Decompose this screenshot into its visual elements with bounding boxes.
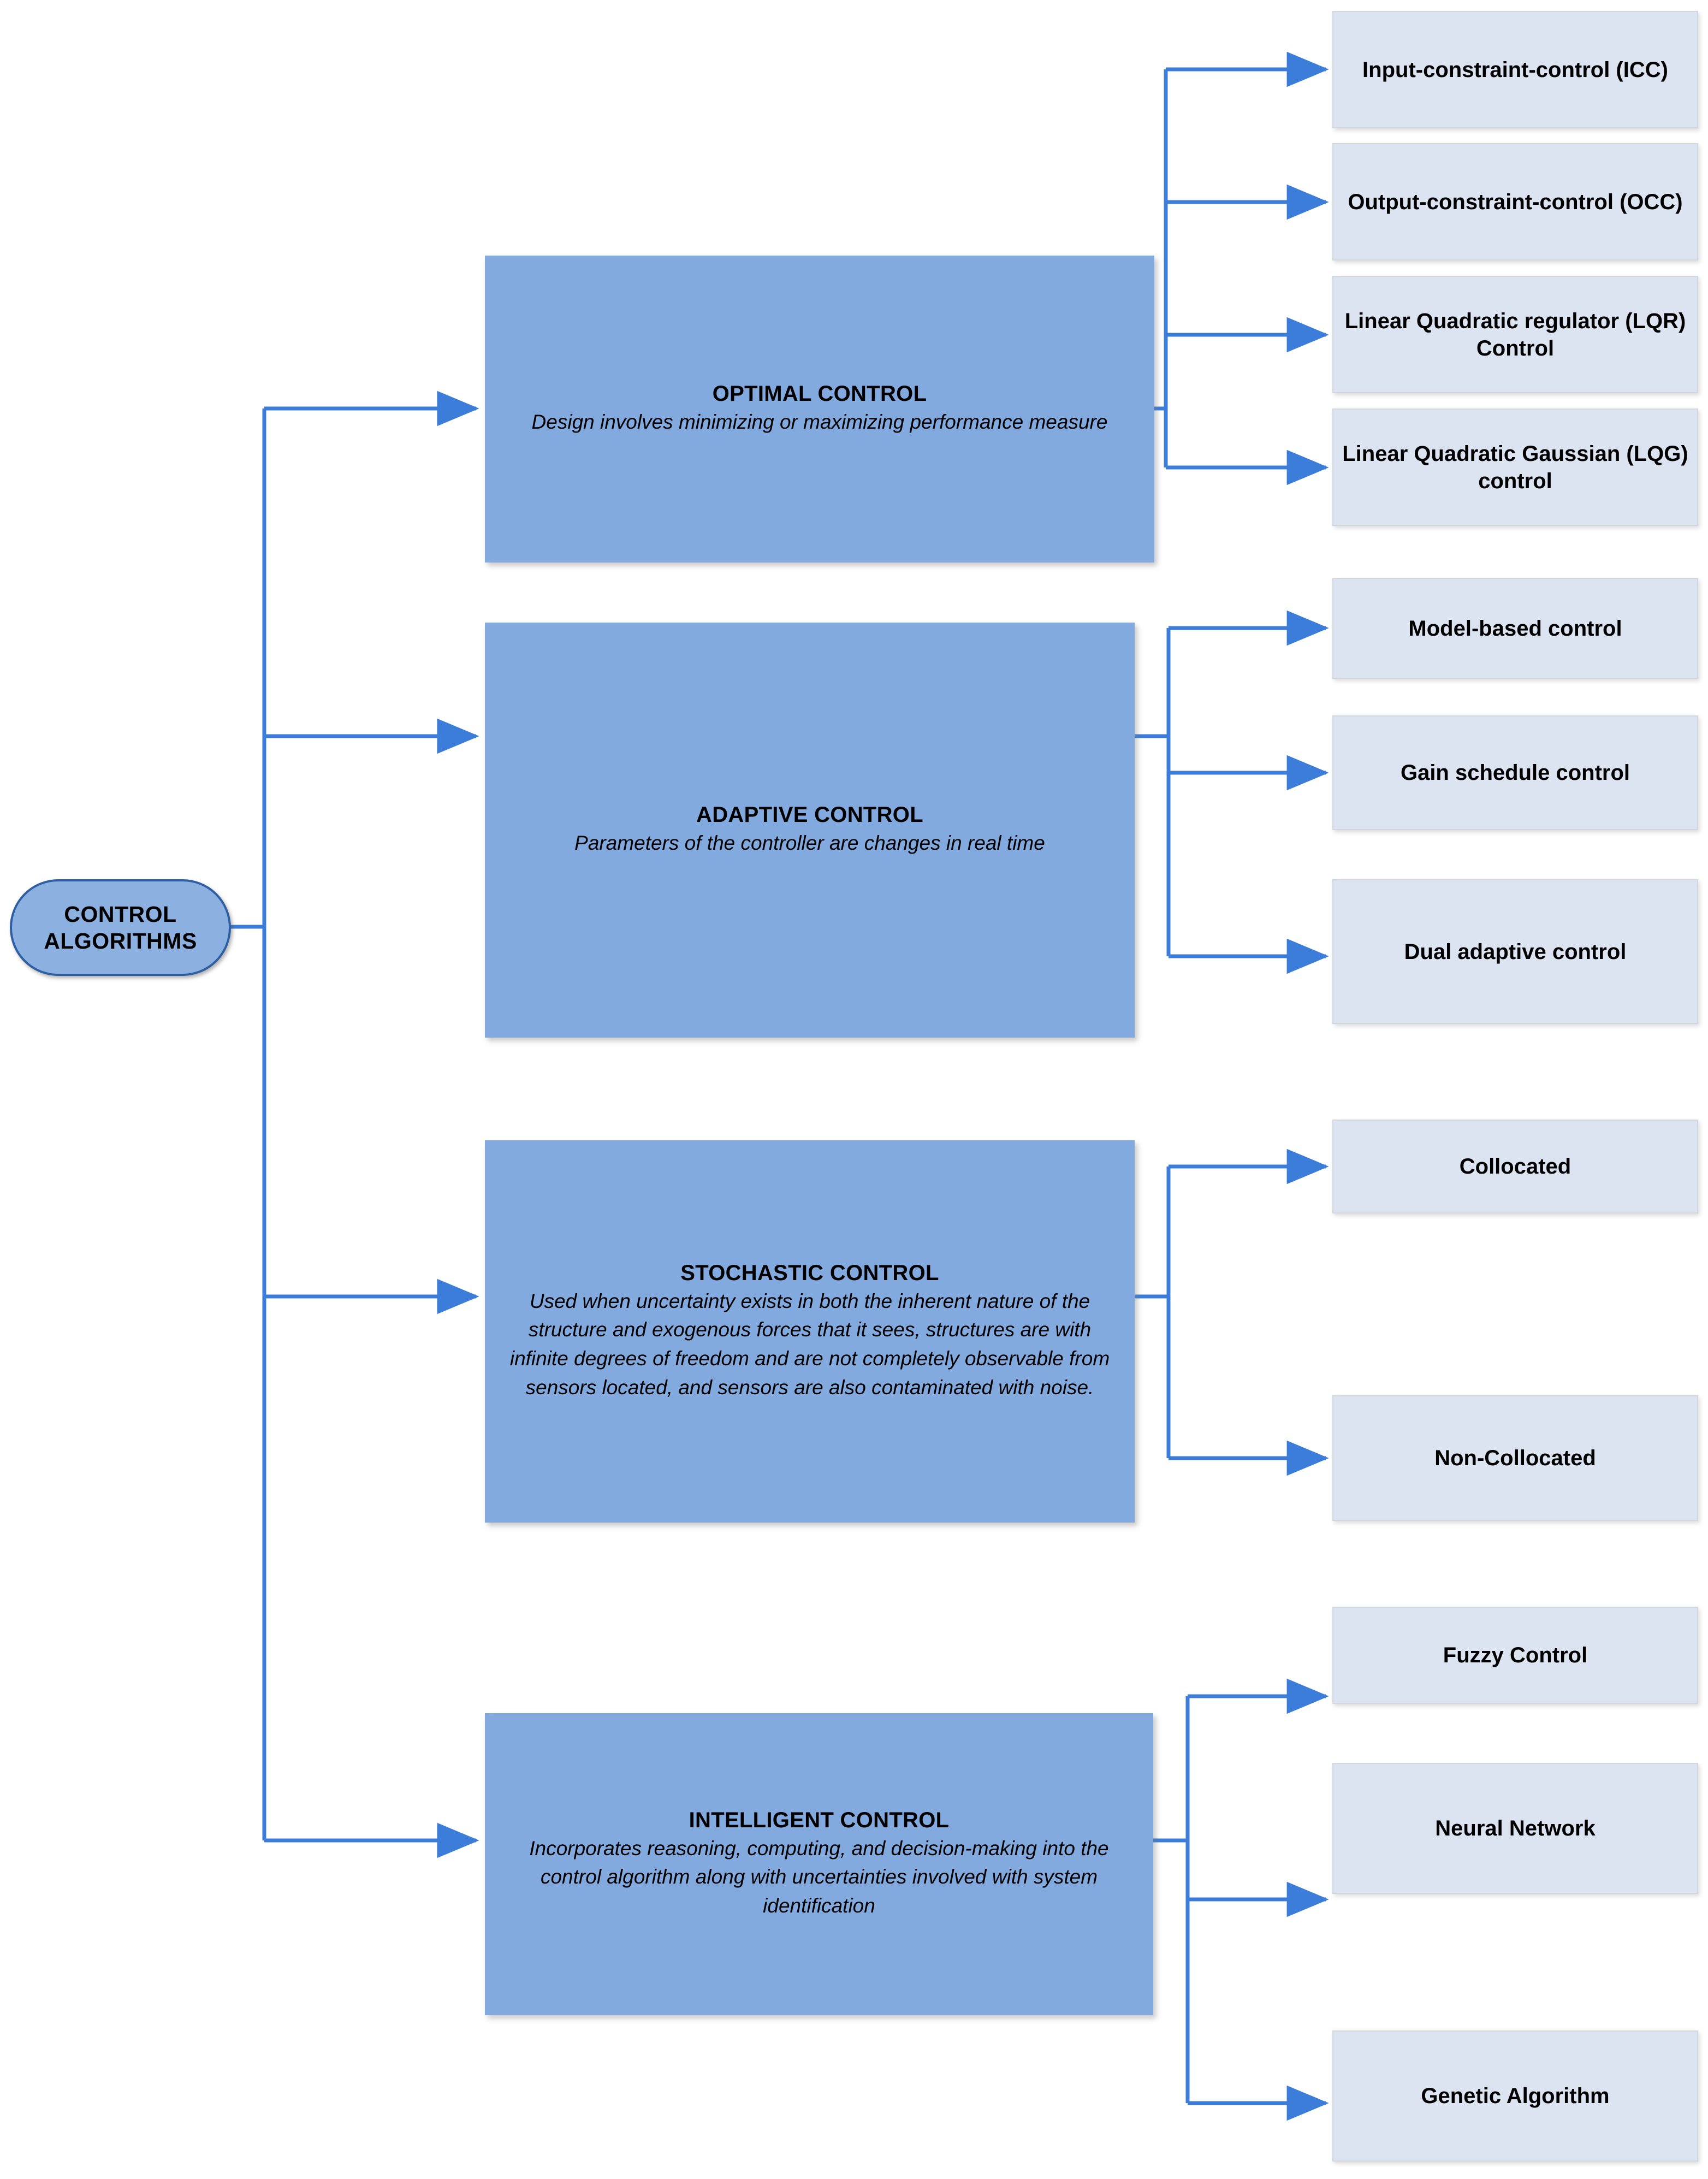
root-node-label: CONTROL ALGORITHMS — [44, 901, 197, 954]
leaf-label-collocated: Collocated — [1459, 1154, 1571, 1179]
root-node-control-algorithms[interactable]: CONTROL ALGORITHMS — [10, 879, 231, 976]
leaf-box-non-collocated[interactable]: Non-Collocated — [1332, 1395, 1698, 1521]
leaf-box-lqr[interactable]: Linear Quadratic regulator (LQR) Control — [1332, 276, 1698, 393]
leaf-label-lqg: Linear Quadratic Gaussian (LQG) control — [1342, 441, 1688, 493]
category-title-intelligent-control: INTELLIGENT CONTROL — [689, 1808, 950, 1832]
leaf-label-non-collocated: Non-Collocated — [1434, 1446, 1596, 1470]
category-description-optimal-control: Design involves minimizing or maximizing… — [531, 410, 1108, 433]
category-title-adaptive-control: ADAPTIVE CONTROL — [696, 802, 923, 827]
leaf-box-gain-schedule-control[interactable]: Gain schedule control — [1332, 715, 1698, 830]
category-description-intelligent-control: Incorporates reasoning, computing, and d… — [529, 1837, 1109, 1917]
leaf-label-genetic-algorithm: Genetic Algorithm — [1421, 2084, 1610, 2108]
leaf-label-gain-schedule-control: Gain schedule control — [1400, 761, 1630, 785]
leaf-box-occ[interactable]: Output-constraint-control (OCC) — [1332, 143, 1698, 260]
category-box-intelligent-control[interactable]: INTELLIGENT CONTROL Incorporates reasoni… — [485, 1713, 1153, 2015]
leaf-label-dual-adaptive-control: Dual adaptive control — [1404, 939, 1627, 964]
leaf-box-genetic-algorithm[interactable]: Genetic Algorithm — [1332, 2030, 1698, 2162]
leaf-label-model-based-control: Model-based control — [1408, 616, 1622, 641]
category-box-optimal-control[interactable]: OPTIMAL CONTROL Design involves minimizi… — [485, 256, 1154, 562]
leaf-box-icc[interactable]: Input-constraint-control (ICC) — [1332, 11, 1698, 128]
leaf-box-model-based-control[interactable]: Model-based control — [1332, 578, 1698, 679]
category-title-optimal-control: OPTIMAL CONTROL — [712, 381, 927, 406]
leaf-box-dual-adaptive-control[interactable]: Dual adaptive control — [1332, 879, 1698, 1024]
leaf-box-neural-network[interactable]: Neural Network — [1332, 1763, 1698, 1894]
leaf-label-fuzzy-control: Fuzzy Control — [1443, 1643, 1588, 1667]
leaf-label-neural-network: Neural Network — [1435, 1816, 1596, 1840]
category-description-adaptive-control: Parameters of the controller are changes… — [574, 831, 1045, 854]
category-description-stochastic-control: Used when uncertainty exists in both the… — [509, 1289, 1110, 1399]
root-node-label-line2: ALGORITHMS — [44, 928, 197, 954]
category-box-adaptive-control[interactable]: ADAPTIVE CONTROL Parameters of the contr… — [485, 623, 1135, 1038]
leaf-box-collocated[interactable]: Collocated — [1332, 1120, 1698, 1213]
leaf-label-icc: Input-constraint-control (ICC) — [1362, 57, 1668, 82]
leaf-label-lqr: Linear Quadratic regulator (LQR) Control — [1344, 309, 1686, 360]
root-node-label-line1: CONTROL — [64, 902, 177, 927]
category-title-stochastic-control: STOCHASTIC CONTROL — [680, 1260, 939, 1285]
leaf-box-lqg[interactable]: Linear Quadratic Gaussian (LQG) control — [1332, 408, 1698, 526]
category-box-stochastic-control[interactable]: STOCHASTIC CONTROL Used when uncertainty… — [485, 1140, 1135, 1523]
leaf-box-fuzzy-control[interactable]: Fuzzy Control — [1332, 1607, 1698, 1704]
leaf-label-occ: Output-constraint-control (OCC) — [1348, 190, 1683, 214]
